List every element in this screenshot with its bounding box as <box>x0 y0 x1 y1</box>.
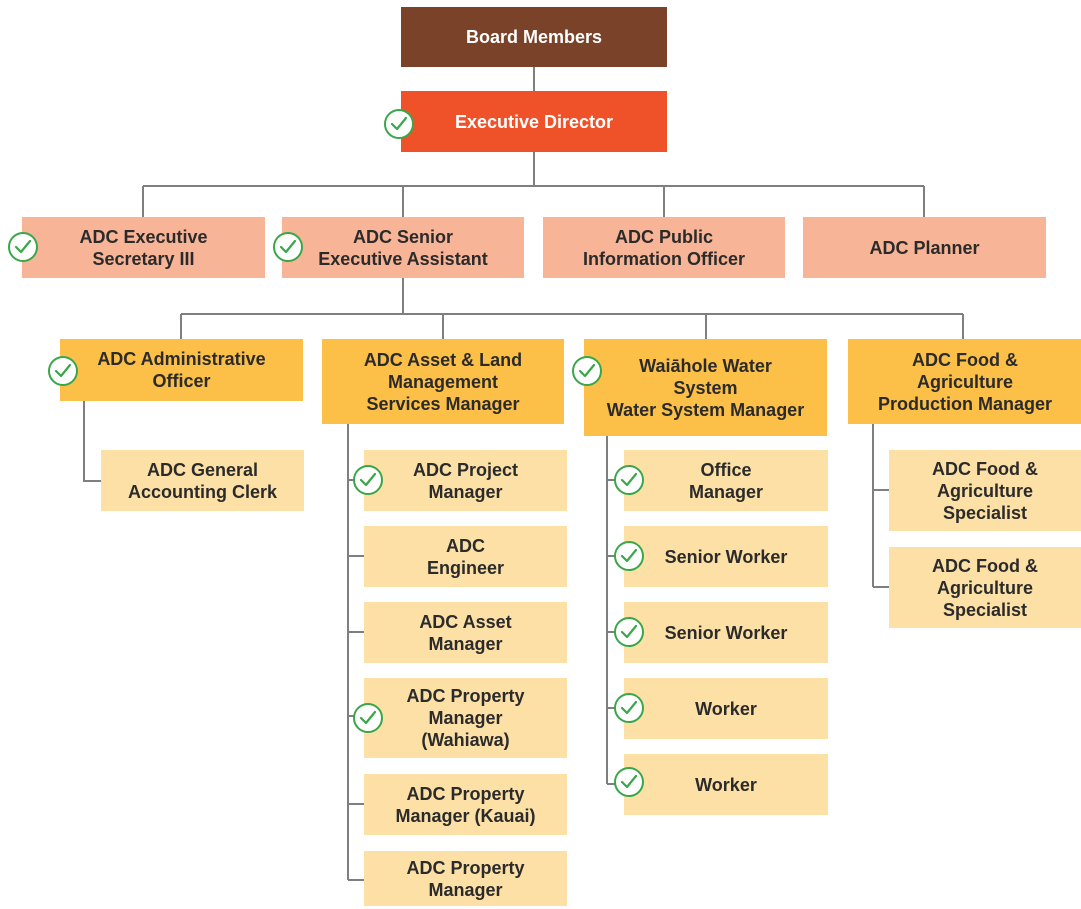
node-food-ag-specialist-1: ADC Food & Agriculture Specialist <box>889 450 1081 531</box>
node-worker-2: Worker <box>624 754 828 815</box>
node-admin-officer: ADC Administrative Officer <box>60 339 303 401</box>
node-label: Board Members <box>465 27 603 47</box>
node-property-manager-kauai: ADC Property Manager (Kauai) <box>364 774 567 835</box>
node-label: ADC Food & Agriculture Production Manage… <box>877 349 1052 414</box>
node-worker-1: Worker <box>624 678 828 739</box>
node-food-ag-manager: ADC Food & Agriculture Production Manage… <box>848 339 1081 424</box>
node-label: Senior Worker <box>664 546 788 567</box>
check-icon <box>614 693 644 723</box>
node-senior-worker-1: Senior Worker <box>624 526 828 587</box>
check-icon <box>48 356 78 386</box>
node-label: ADC Asset Manager <box>419 611 512 654</box>
node-food-ag-specialist-2: ADC Food & Agriculture Specialist <box>889 547 1081 628</box>
node-label: ADC Engineer <box>426 535 505 578</box>
node-senior-worker-2: Senior Worker <box>624 602 828 663</box>
check-icon <box>614 767 644 797</box>
node-project-manager: ADC Project Manager <box>364 450 567 511</box>
check-icon <box>8 232 38 262</box>
node-label: Worker <box>695 774 757 795</box>
node-engineer: ADC Engineer <box>364 526 567 587</box>
node-label: ADC Property Manager (Wahiawa) <box>406 686 525 750</box>
check-icon <box>614 617 644 647</box>
node-label: ADC Food & Agriculture Specialist <box>932 458 1038 523</box>
node-general-accounting-clerk: ADC General Accounting Clerk <box>101 450 304 511</box>
node-label: ADC Senior Executive Assistant <box>318 226 488 269</box>
node-label: Senior Worker <box>664 622 788 643</box>
node-label: ADC Asset & Land Management Services Man… <box>363 349 523 414</box>
node-label: ADC Public Information Officer <box>582 226 745 269</box>
check-icon <box>614 465 644 495</box>
node-label: ADC Administrative Officer <box>97 349 266 391</box>
check-icon <box>384 109 414 139</box>
node-public-info-officer: ADC Public Information Officer <box>543 217 785 278</box>
node-exec-director: Executive Director <box>401 91 667 152</box>
node-label: Worker <box>695 698 757 719</box>
check-icon <box>353 703 383 733</box>
check-icon <box>572 356 602 386</box>
node-label: ADC Property Manager (Kauai) <box>395 783 536 826</box>
node-label: ADC Planner <box>869 237 980 258</box>
node-exec-secretary: ADC Executive Secretary III <box>22 217 265 278</box>
node-senior-exec-assistant: ADC Senior Executive Assistant <box>282 217 524 278</box>
node-office-manager: Office Manager <box>624 450 828 511</box>
node-label: Office Manager <box>688 459 764 502</box>
check-icon <box>273 232 303 262</box>
node-label: ADC Food & Agriculture Specialist <box>932 555 1038 620</box>
check-icon <box>353 465 383 495</box>
connector-spine-admin <box>83 401 101 482</box>
node-label: ADC Property Manager <box>406 857 525 900</box>
node-property-manager: ADC Property Manager <box>364 851 567 906</box>
node-label: ADC Executive Secretary III <box>79 226 208 269</box>
node-label: ADC Project Manager <box>412 459 519 502</box>
node-board: Board Members <box>401 7 667 67</box>
node-planner: ADC Planner <box>803 217 1046 278</box>
node-label: Waiāhole Water System Water System Manag… <box>606 355 805 420</box>
node-asset-manager: ADC Asset Manager <box>364 602 567 663</box>
node-asset-land-manager: ADC Asset & Land Management Services Man… <box>322 339 564 424</box>
node-label: Executive Director <box>454 111 614 132</box>
check-icon <box>614 541 644 571</box>
node-property-manager-wahiawa: ADC Property Manager (Wahiawa) <box>364 678 567 758</box>
node-waiahole-manager: Waiāhole Water System Water System Manag… <box>584 339 827 436</box>
node-label: ADC General Accounting Clerk <box>127 459 278 502</box>
